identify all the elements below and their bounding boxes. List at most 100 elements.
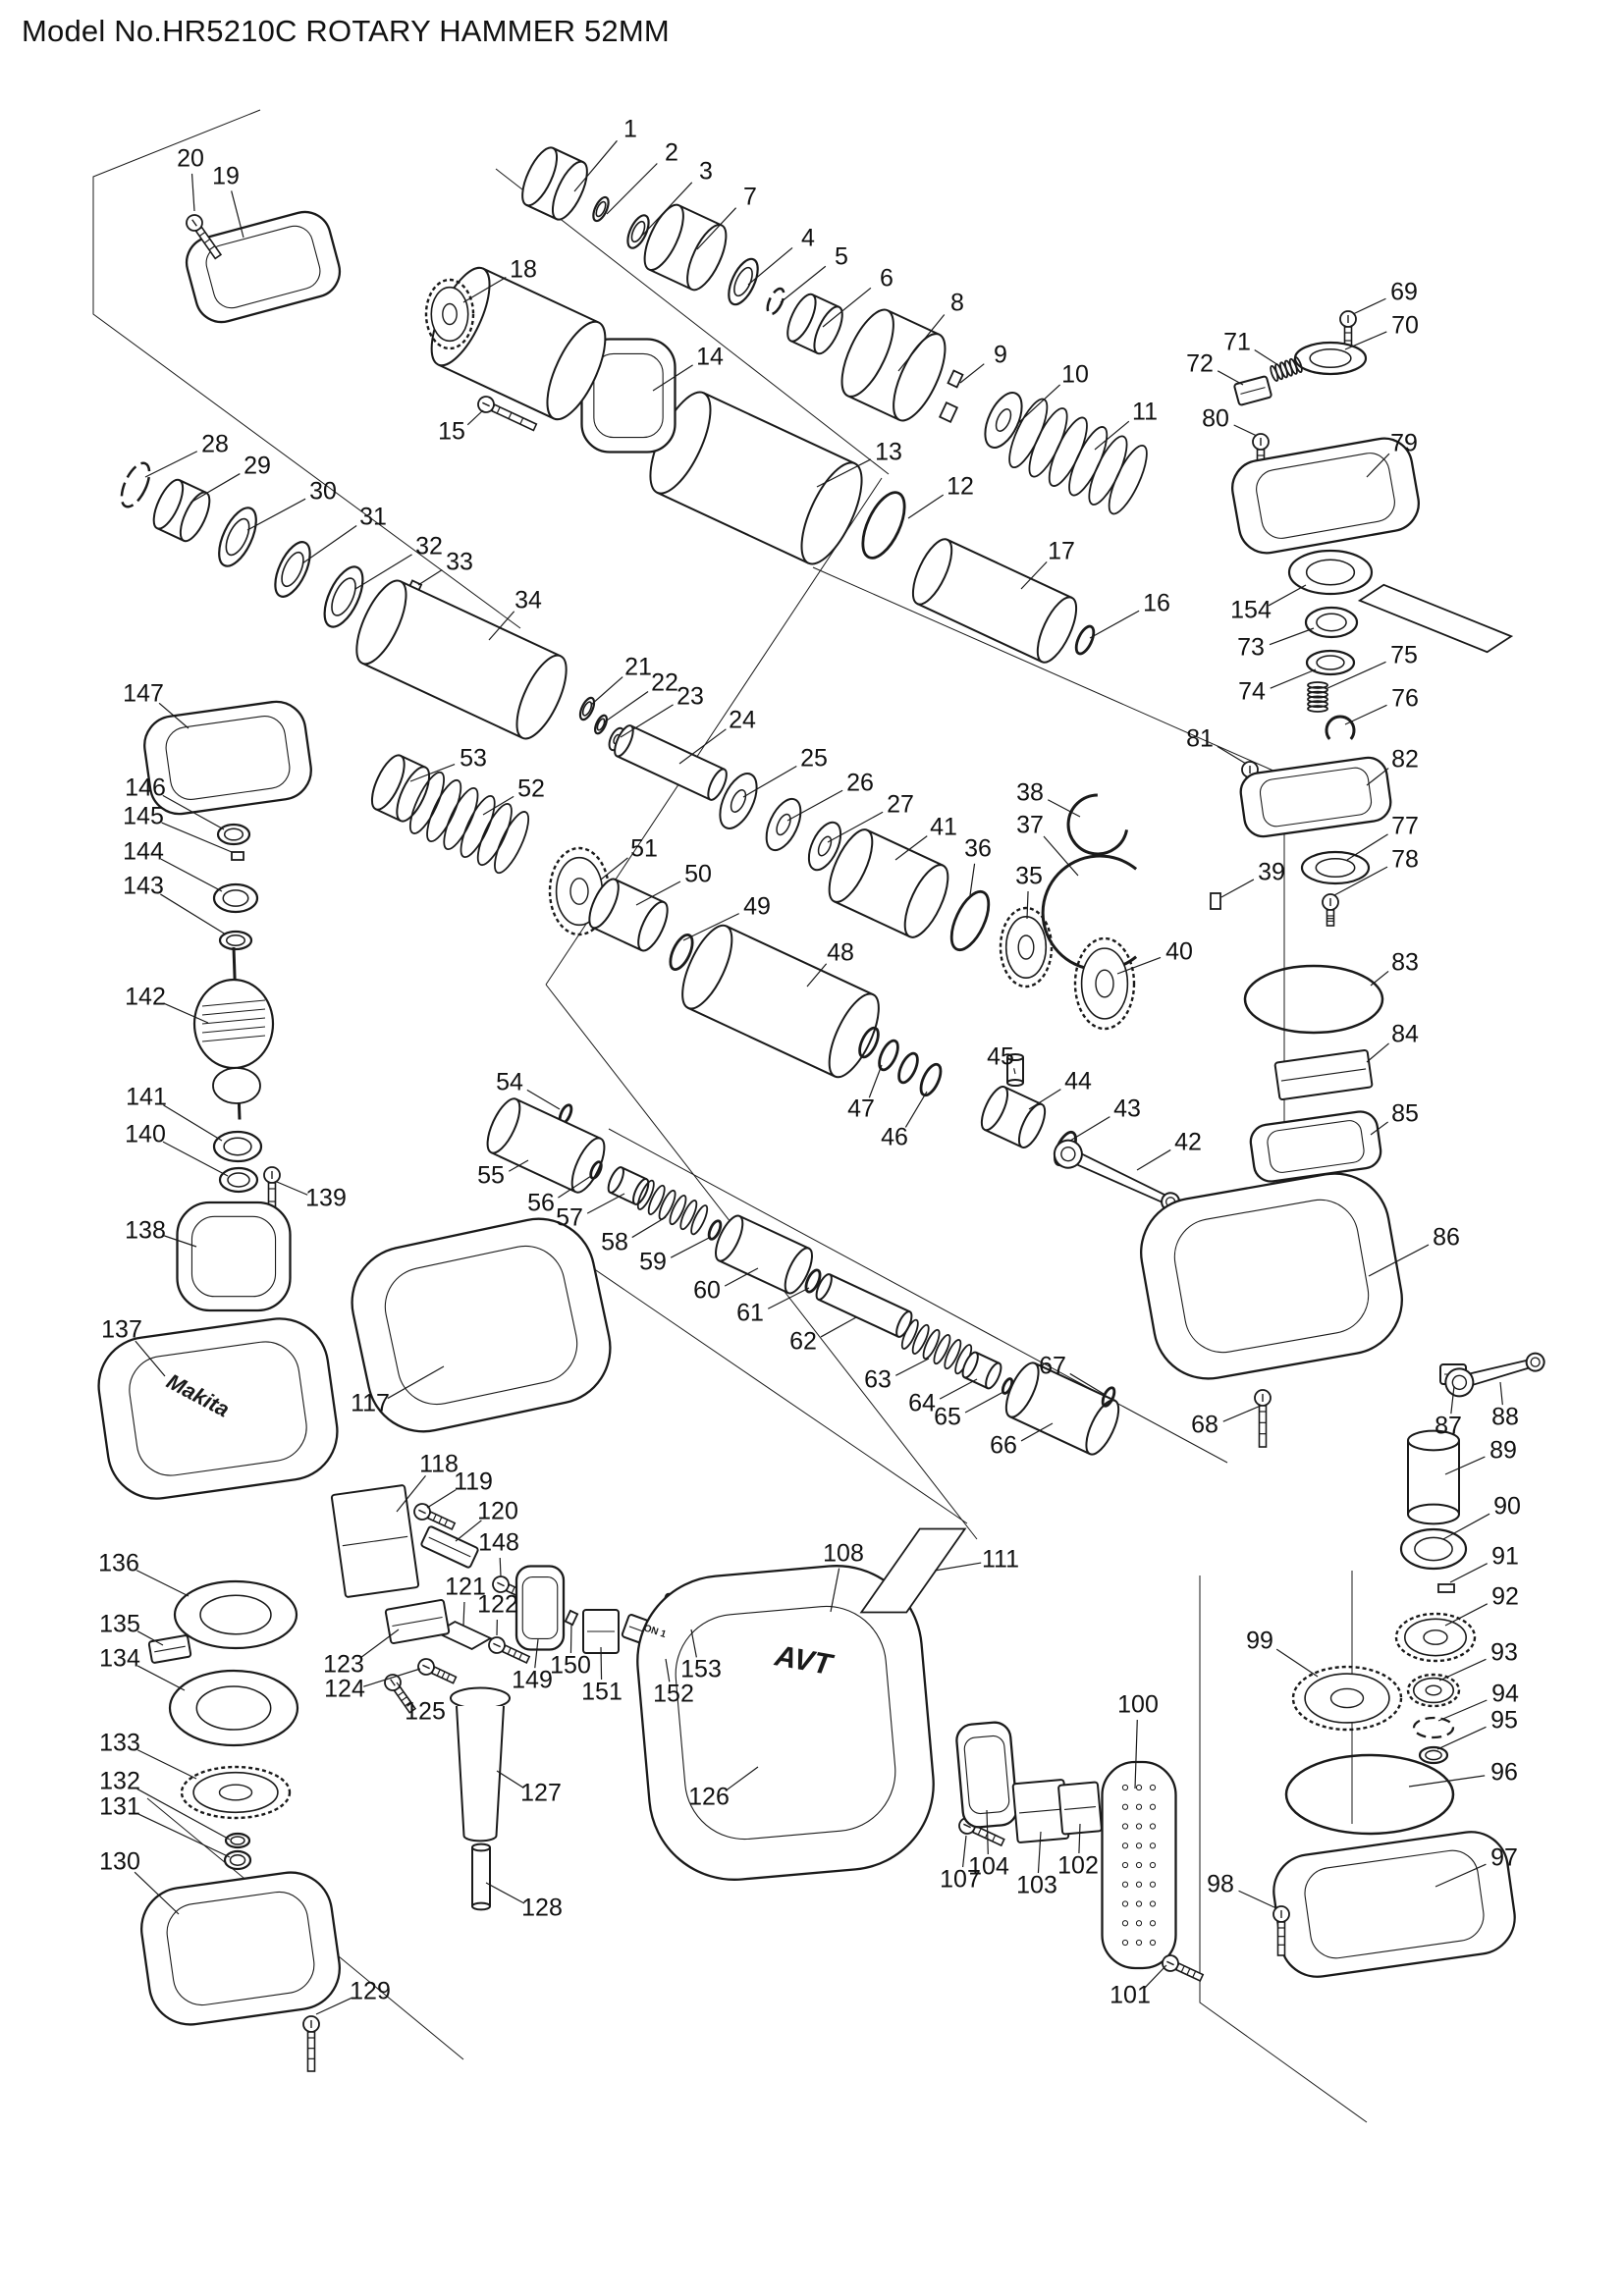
part-label-39: 39 xyxy=(1258,859,1285,886)
part-label-58: 58 xyxy=(601,1229,628,1256)
part-label-133: 133 xyxy=(99,1730,140,1757)
part-glyph-gear xyxy=(424,278,475,350)
part-label-34: 34 xyxy=(514,587,542,614)
leader-line-33 xyxy=(417,568,443,586)
leader-line-93 xyxy=(1438,1658,1487,1682)
leader-line-24 xyxy=(678,728,727,765)
part-label-104: 104 xyxy=(968,1853,1009,1881)
leader-line-55 xyxy=(508,1159,529,1172)
leader-line-51 xyxy=(600,857,628,881)
leader-line-2 xyxy=(606,163,658,215)
leader-line-61 xyxy=(767,1287,810,1309)
leader-line-145 xyxy=(161,822,233,853)
part-glyph-snap xyxy=(120,461,151,508)
part-label-7: 7 xyxy=(743,184,757,211)
part-glyph-arm xyxy=(192,946,275,1120)
part-label-76: 76 xyxy=(1391,685,1419,713)
part-label-23: 23 xyxy=(677,683,704,711)
leader-line-69 xyxy=(1352,297,1386,315)
part-glyph-cyl xyxy=(1407,1429,1460,1525)
part-label-95: 95 xyxy=(1490,1707,1518,1735)
part-glyph-spring xyxy=(1307,681,1328,713)
leader-line-118 xyxy=(396,1474,426,1513)
part-label-143: 143 xyxy=(123,873,164,900)
leader-line-27 xyxy=(827,811,884,843)
leader-line-68 xyxy=(1222,1405,1262,1422)
part-glyph-oring xyxy=(804,1268,822,1294)
construction-line xyxy=(608,1128,1228,1464)
part-label-151: 151 xyxy=(581,1679,623,1706)
leader-line-100 xyxy=(1134,1719,1138,1789)
leader-line-29 xyxy=(189,473,241,504)
leader-line-120 xyxy=(455,1520,482,1542)
part-label-98: 98 xyxy=(1207,1871,1234,1898)
part-label-77: 77 xyxy=(1391,813,1419,840)
part-label-85: 85 xyxy=(1391,1100,1419,1128)
part-label-15: 15 xyxy=(438,418,465,446)
leader-line-4 xyxy=(747,246,793,286)
part-label-97: 97 xyxy=(1490,1844,1518,1872)
part-glyph-blob xyxy=(1140,1172,1403,1380)
part-glyph-spring xyxy=(636,1179,709,1236)
leader-line-40 xyxy=(1116,956,1162,975)
part-glyph-oring xyxy=(897,1051,919,1085)
part-glyph-block xyxy=(147,1634,192,1664)
leader-line-89 xyxy=(1444,1456,1486,1475)
part-glyph-screw xyxy=(1254,1389,1272,1448)
leader-line-72 xyxy=(1217,370,1244,386)
part-glyph-ring xyxy=(578,696,596,721)
part-label-100: 100 xyxy=(1117,1691,1159,1719)
leader-line-34 xyxy=(488,611,515,641)
leader-line-142 xyxy=(163,1002,209,1024)
part-glyph-flatring xyxy=(224,1832,251,1849)
part-label-123: 123 xyxy=(323,1651,364,1679)
part-glyph-cyl xyxy=(614,724,728,801)
part-glyph-pin xyxy=(938,401,959,423)
leader-line-107 xyxy=(961,1835,967,1868)
part-glyph-blob xyxy=(185,210,342,324)
part-glyph-blob xyxy=(143,700,312,816)
part-label-1: 1 xyxy=(623,116,637,143)
part-glyph-screw xyxy=(1272,1905,1290,1956)
part-glyph-arc xyxy=(1041,854,1138,972)
part-glyph-cyl xyxy=(471,1842,491,1911)
leader-line-151 xyxy=(600,1646,603,1681)
leader-line-37 xyxy=(1043,835,1079,877)
part-glyph-flatring xyxy=(1418,1745,1449,1765)
part-glyph-cyl xyxy=(486,1097,606,1194)
part-glyph-flatring xyxy=(1293,341,1368,376)
part-label-103: 103 xyxy=(1016,1872,1057,1899)
part-label-4: 4 xyxy=(801,225,815,252)
leader-line-13 xyxy=(816,458,872,488)
part-label-14: 14 xyxy=(696,344,724,371)
leader-line-140 xyxy=(162,1141,229,1177)
part-label-124: 124 xyxy=(324,1676,365,1703)
leader-line-8 xyxy=(897,314,946,372)
leader-line-75 xyxy=(1325,661,1386,690)
part-glyph-blob xyxy=(97,1317,339,1500)
part-glyph-cyl xyxy=(152,478,211,543)
leader-line-71 xyxy=(1254,348,1279,366)
part-label-28: 28 xyxy=(201,431,229,458)
part-glyph-oring xyxy=(949,889,991,952)
part-label-91: 91 xyxy=(1491,1543,1519,1571)
part-label-88: 88 xyxy=(1491,1404,1519,1431)
part-label-148: 148 xyxy=(478,1529,519,1557)
part-label-63: 63 xyxy=(864,1366,892,1394)
part-glyph-flatring xyxy=(1305,649,1356,676)
part-glyph-flatring xyxy=(1300,850,1371,885)
part-glyph-oring xyxy=(1101,1386,1116,1408)
part-glyph-gear xyxy=(1073,936,1136,1031)
part-label-74: 74 xyxy=(1238,678,1266,706)
part-label-101: 101 xyxy=(1110,1982,1151,2009)
part-label-120: 120 xyxy=(477,1498,518,1525)
construction-line xyxy=(549,1238,968,1524)
part-label-48: 48 xyxy=(827,939,854,967)
leader-line-87 xyxy=(1450,1385,1455,1415)
part-glyph-oring xyxy=(589,1160,603,1180)
part-label-8: 8 xyxy=(950,290,964,317)
leader-line-43 xyxy=(1069,1116,1110,1142)
leader-line-49 xyxy=(682,913,739,941)
part-label-64: 64 xyxy=(908,1390,936,1417)
part-glyph-block xyxy=(1011,1779,1070,1843)
